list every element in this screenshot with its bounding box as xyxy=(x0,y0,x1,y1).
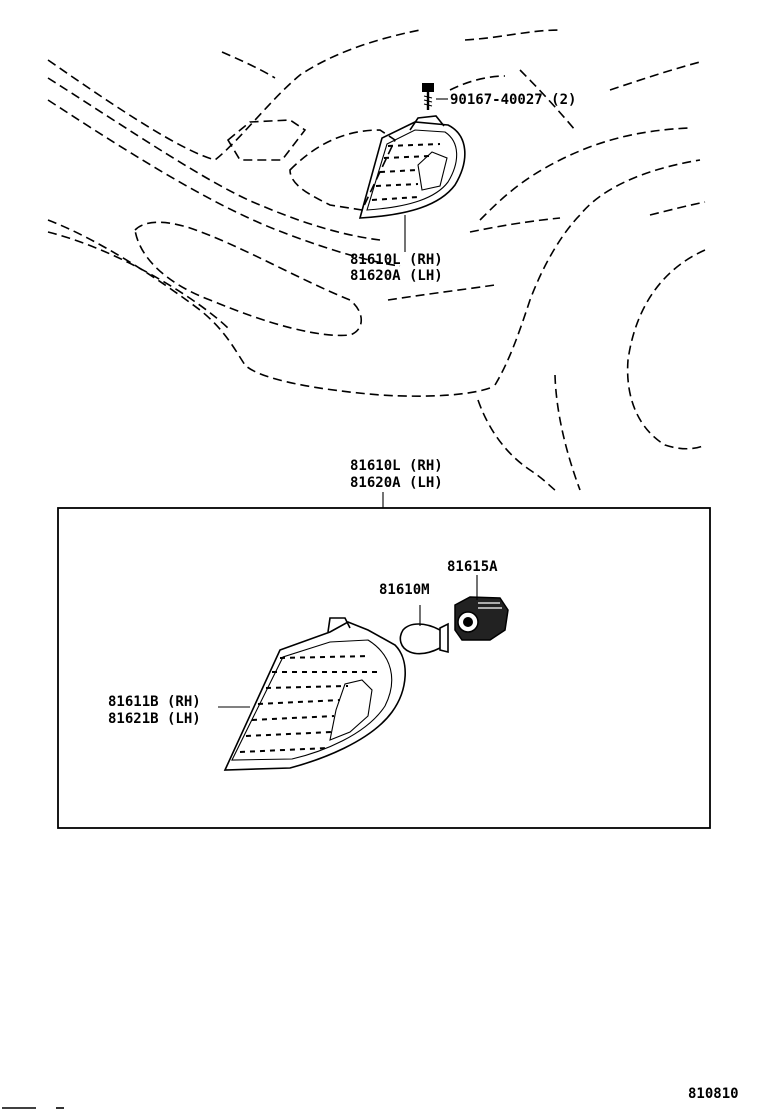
bulb-icon xyxy=(399,605,449,655)
assy-box-rh-label: 81610L (RH) xyxy=(350,458,443,474)
assy-upper-rh-label: 81610L (RH) xyxy=(350,252,443,268)
illustration-number: 810810 xyxy=(688,1086,739,1102)
lens-rh-label: 81611B (RH) xyxy=(108,694,201,710)
bolt-part-number: 90167-40027 (2) xyxy=(450,92,576,108)
lens-lh-label: 81621B (LH) xyxy=(108,711,201,727)
socket-icon xyxy=(454,596,509,641)
exploded-view-header: 81610L (RH) 81620A (LH) xyxy=(350,458,443,508)
exploded-view-frame xyxy=(57,507,711,829)
assy-box-lh-label: 81620A (LH) xyxy=(350,475,443,491)
vehicle-body-outline xyxy=(47,29,706,491)
upper-callouts: 90167-40027 (2) 81610L (RH) 81620A (LH) xyxy=(350,92,576,284)
assy-upper-lh-label: 81620A (LH) xyxy=(350,268,443,284)
installed-lamp-illustration xyxy=(358,115,466,219)
bulb-part-number: 81610M xyxy=(379,582,430,598)
socket-part-number: 81615A xyxy=(447,559,498,575)
lens-icon xyxy=(223,617,406,771)
bolt-icon xyxy=(422,83,448,110)
